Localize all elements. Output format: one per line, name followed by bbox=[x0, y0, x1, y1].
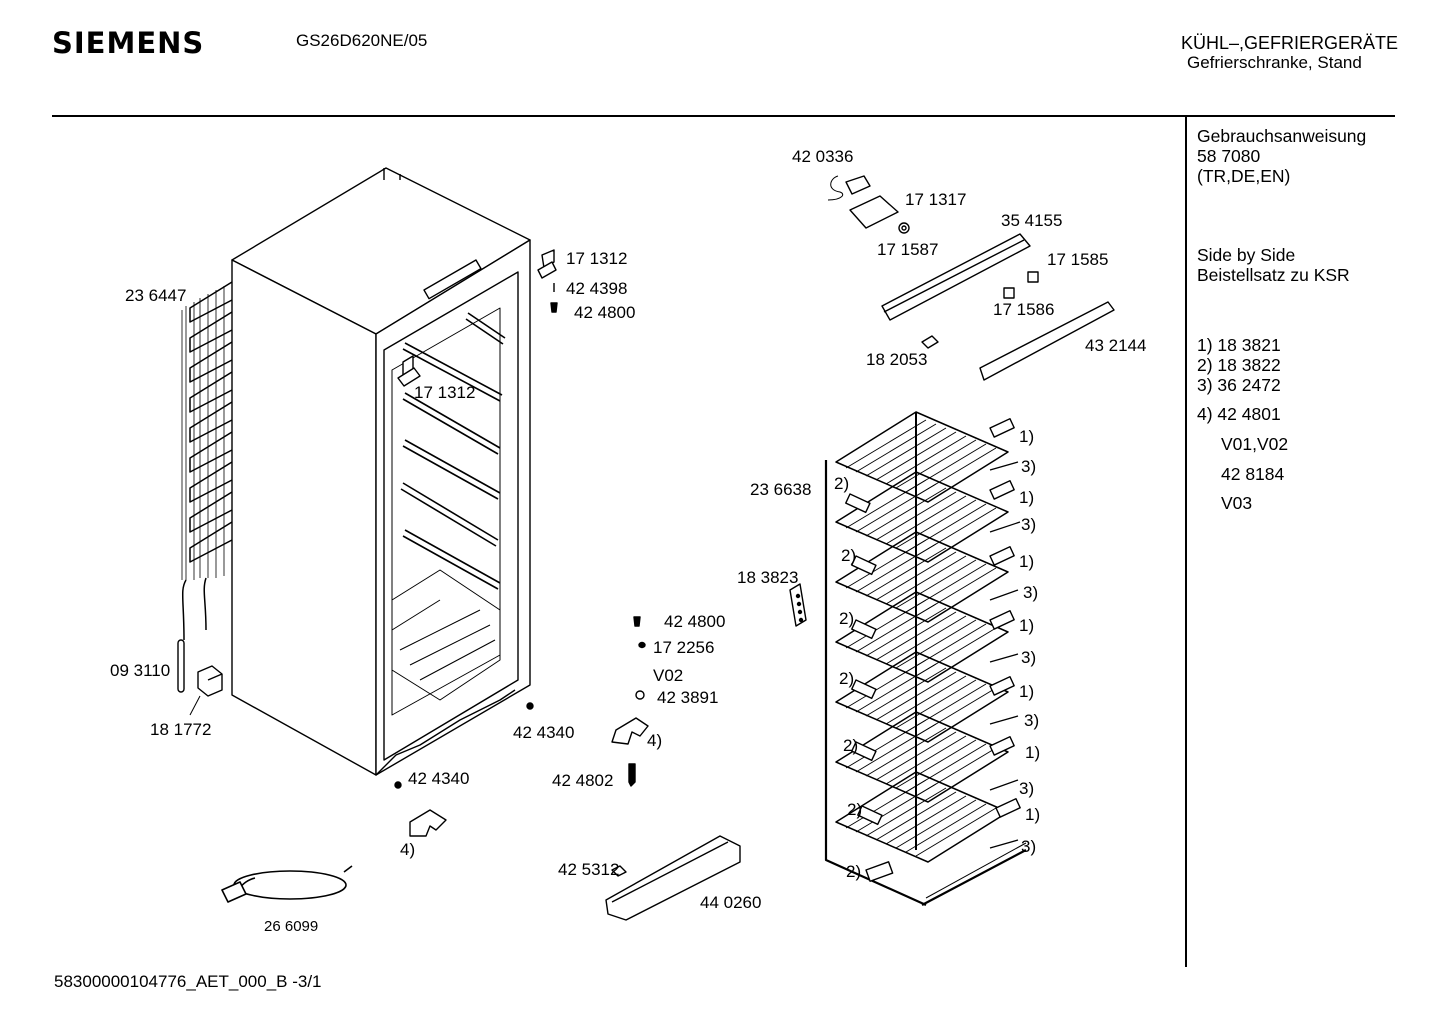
label-v02: V02 bbox=[653, 666, 684, 685]
label-26-6099: 26 6099 bbox=[264, 918, 319, 935]
screw-parts bbox=[628, 616, 646, 787]
label-42-4398: 42 4398 bbox=[566, 279, 628, 298]
callout-3: 3) bbox=[1021, 457, 1037, 476]
brand-logo: SIEMENS bbox=[52, 26, 205, 60]
callout-1: 1) bbox=[1019, 552, 1035, 571]
callout-1: 1) bbox=[1019, 427, 1035, 446]
callout-2: 2) bbox=[839, 669, 855, 688]
side-panel-divider bbox=[1185, 116, 1187, 967]
shelf-rods-right bbox=[989, 461, 1021, 849]
callout-2: 2) bbox=[841, 546, 857, 565]
label-18-1772: 18 1772 bbox=[150, 720, 212, 739]
label-23-6638: 23 6638 bbox=[750, 480, 812, 499]
evaporator-shelves bbox=[824, 411, 1027, 907]
label-42-4800-mid: 42 4800 bbox=[664, 612, 726, 631]
label-35-4155: 35 4155 bbox=[1001, 211, 1063, 230]
callout-1: 1) bbox=[1019, 682, 1035, 701]
label-42-4340-bottom: 42 4340 bbox=[408, 769, 470, 788]
variant-1: V01,V02 bbox=[1221, 434, 1289, 454]
shelf-clips-left bbox=[845, 493, 894, 882]
label-17-1312-inner: 17 1312 bbox=[414, 383, 476, 402]
label-18-2053: 18 2053 bbox=[866, 350, 928, 369]
callout-3: 3) bbox=[1021, 515, 1037, 534]
label-17-1317: 17 1317 bbox=[905, 190, 967, 209]
callout-2: 2) bbox=[834, 474, 850, 493]
callout-3: 3) bbox=[1021, 648, 1037, 667]
callout-3: 3) bbox=[1024, 711, 1040, 730]
bottom-kick-plate bbox=[605, 835, 741, 921]
label-17-2256: 17 2256 bbox=[653, 638, 715, 657]
callout-2: 2) bbox=[843, 736, 859, 755]
power-cord bbox=[221, 865, 353, 903]
label-42-4340-right: 42 4340 bbox=[513, 723, 575, 742]
control-panel-cover bbox=[881, 233, 1039, 349]
manual-title: Gebrauchsanweisung bbox=[1197, 126, 1367, 146]
header-divider bbox=[52, 115, 1395, 117]
document-id: 58300000104776_AET_000_B -3/1 bbox=[54, 972, 322, 991]
freezer-cabinet bbox=[231, 167, 531, 776]
label-17-1312-top: 17 1312 bbox=[566, 249, 628, 268]
control-unit bbox=[827, 175, 910, 234]
cabinet-floor-tray bbox=[391, 569, 501, 701]
model-number: GS26D620NE/05 bbox=[296, 31, 428, 50]
kit-line-1: Side by Side bbox=[1197, 245, 1296, 265]
kit-line-2: Beistellsatz zu KSR bbox=[1197, 265, 1350, 285]
panel-trim-strip bbox=[979, 301, 1115, 381]
label-42-4802: 42 4802 bbox=[552, 771, 614, 790]
subcategory-title: Gefrierschranke, Stand bbox=[1187, 53, 1362, 72]
callout-1: 1) bbox=[1019, 488, 1035, 507]
thermostat-part bbox=[177, 639, 185, 693]
label-42-4800-top: 42 4800 bbox=[574, 303, 636, 322]
condenser-coil bbox=[181, 281, 233, 641]
callout-2: 2) bbox=[846, 862, 862, 881]
variant-1-part: 42 8184 bbox=[1221, 464, 1285, 484]
variant-2: V03 bbox=[1221, 493, 1253, 513]
callout-1: 1) bbox=[1025, 743, 1041, 762]
label-18-3823: 18 3823 bbox=[737, 568, 799, 587]
note-4: 4) 42 4801 bbox=[1197, 404, 1281, 424]
connector-block bbox=[189, 665, 223, 716]
label-note-4-bottom: 4) bbox=[400, 840, 416, 859]
hinge-bracket bbox=[537, 249, 558, 313]
label-43-2144: 43 2144 bbox=[1085, 336, 1147, 355]
label-42-5312: 42 5312 bbox=[558, 860, 620, 879]
label-23-6447: 23 6447 bbox=[125, 286, 187, 305]
note-2: 2) 18 3822 bbox=[1197, 355, 1281, 375]
callout-3: 3) bbox=[1023, 583, 1039, 602]
inner-hinge bbox=[397, 355, 421, 387]
evaporator-coil-hatch bbox=[845, 419, 997, 857]
right-bracket bbox=[611, 717, 649, 745]
label-17-1587: 17 1587 bbox=[877, 240, 939, 259]
switch-strip bbox=[789, 583, 807, 627]
callout-2: 2) bbox=[847, 800, 863, 819]
label-17-1585: 17 1585 bbox=[1047, 250, 1109, 269]
callout-1: 1) bbox=[1025, 805, 1041, 824]
callout-2: 2) bbox=[839, 609, 855, 628]
bottom-bracket bbox=[394, 702, 534, 837]
callout-3: 3) bbox=[1019, 779, 1035, 798]
label-42-3891: 42 3891 bbox=[657, 688, 719, 707]
note-1: 1) 18 3821 bbox=[1197, 335, 1281, 355]
manual-number: 58 7080 bbox=[1197, 146, 1261, 166]
callout-1: 1) bbox=[1019, 616, 1035, 635]
label-17-1586: 17 1586 bbox=[993, 300, 1055, 319]
note-3: 3) 36 2472 bbox=[1197, 375, 1281, 395]
label-09-3110: 09 3110 bbox=[110, 661, 171, 680]
category-title: KÜHL–,GEFRIERGERÄTE bbox=[1181, 33, 1399, 53]
label-note-4-right: 4) bbox=[647, 731, 663, 750]
cabinet-shelf-rails bbox=[400, 312, 506, 590]
label-44-0260: 44 0260 bbox=[700, 893, 762, 912]
callout-3: 3) bbox=[1021, 837, 1037, 856]
manual-languages: (TR,DE,EN) bbox=[1197, 166, 1291, 186]
label-42-0336: 42 0336 bbox=[792, 147, 854, 166]
shelf-clips-right bbox=[989, 418, 1021, 818]
